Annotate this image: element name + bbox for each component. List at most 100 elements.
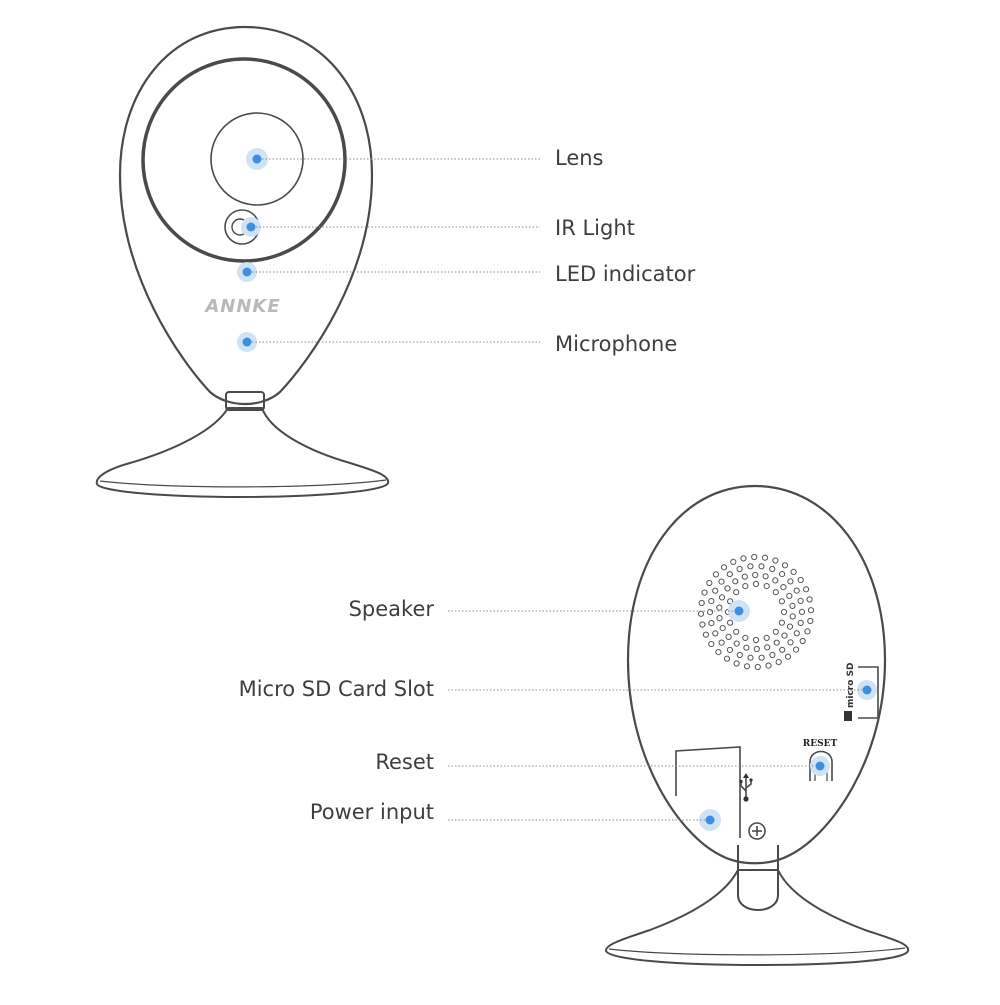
speaker-hole [720, 564, 728, 571]
speaker-hole [775, 659, 782, 666]
speaker-hole [702, 631, 710, 638]
speaker-callout-dot [734, 606, 744, 616]
speaker-hole [747, 654, 754, 661]
speaker-hole [778, 619, 786, 626]
speaker-hole [753, 645, 760, 653]
speaker-hole [769, 651, 776, 659]
speaker-hole [727, 619, 734, 626]
speaker-hole [779, 571, 786, 578]
speaker-hole [752, 571, 759, 579]
speaker-hole [701, 589, 708, 596]
speaker-hole [784, 653, 792, 660]
speaker-hole [708, 640, 715, 648]
speaker-hole [732, 578, 739, 585]
speaker-hole [716, 604, 723, 611]
speaker-hole [733, 628, 740, 635]
front-face-ring [141, 57, 347, 263]
speaker-hole [758, 654, 765, 661]
speaker-hole [763, 634, 770, 642]
micro-sd-marking: micro SD [846, 662, 856, 708]
speaker-hole [733, 640, 740, 647]
label-microphone: Microphone [555, 332, 678, 356]
speaker-hole [781, 562, 789, 569]
front-body [118, 25, 374, 406]
speaker-hole [736, 651, 743, 659]
speaker-hole [697, 610, 705, 617]
speaker-hole [727, 598, 734, 605]
speaker-hole [712, 571, 720, 578]
screw-icon [748, 822, 766, 840]
brand-logo: ANNKE [203, 296, 280, 317]
speaker-hole [772, 557, 779, 564]
speaker-hole [716, 615, 723, 622]
speaker-hole [772, 589, 779, 596]
speaker-hole [733, 589, 740, 596]
speaker-hole [787, 639, 794, 646]
speaker-hole [752, 580, 760, 588]
back-base [605, 869, 910, 967]
speaker-hole [793, 587, 800, 594]
speaker-hole [726, 646, 734, 654]
ir-callout-dot [246, 222, 256, 232]
speaker-hole [778, 598, 786, 605]
sd-card-icon [844, 711, 852, 721]
mic-callout-dot [242, 337, 252, 347]
reset-marking: RESET [803, 739, 838, 749]
speaker-hole [781, 632, 788, 639]
speaker-hole [706, 609, 714, 616]
speaker-hole [806, 596, 813, 603]
speaker-hole [715, 649, 722, 656]
speaker-hole [712, 630, 719, 637]
sd-slot-outline [858, 666, 879, 719]
speaker-hole [764, 644, 771, 651]
label-led-indicator: LED indicator [555, 262, 696, 286]
power-callout-dot [705, 815, 715, 825]
speaker-hole [751, 553, 758, 561]
usb-icon [739, 773, 753, 802]
back-body [626, 484, 887, 865]
speaker-hole [807, 617, 814, 625]
speaker-hole [723, 655, 731, 662]
back-neck [737, 845, 779, 911]
speaker-hole [763, 583, 770, 590]
power-port-flap [675, 746, 741, 838]
speaker-hole [765, 662, 772, 669]
speaker-hole [733, 660, 740, 667]
lens-callout-dot [252, 154, 262, 164]
speaker-hole [725, 633, 732, 641]
speaker-hole [758, 563, 765, 570]
speaker-hole [718, 578, 725, 585]
speaker-hole [743, 644, 750, 651]
speaker-hole [793, 646, 800, 653]
speaker-hole [803, 586, 810, 593]
speaker-hole [741, 573, 748, 580]
speaker-hole [718, 639, 725, 646]
front-view: ANNKE [95, 25, 540, 499]
speaker-hole [761, 554, 769, 561]
sd-callout-dot [862, 685, 872, 695]
speaker-hole [712, 587, 719, 594]
speaker-hole [743, 663, 751, 670]
speaker-hole [804, 628, 811, 635]
speaker-hole [726, 571, 733, 578]
speaker-hole [754, 663, 761, 671]
front-base [95, 407, 390, 499]
speaker-hole [773, 639, 780, 646]
speaker-hole [706, 579, 713, 587]
speaker-hole [797, 576, 804, 584]
speaker-hole [789, 602, 796, 610]
speaker-hole [797, 597, 804, 605]
speaker-hole [736, 565, 743, 573]
speaker-hole [752, 636, 760, 644]
speaker-hole [786, 592, 793, 600]
label-reset: Reset [375, 750, 434, 774]
lens-circle [210, 112, 304, 206]
speaker-hole [769, 565, 776, 573]
reset-callout-dot [815, 761, 825, 771]
speaker-hole [740, 555, 747, 562]
front-base-shade [99, 479, 387, 488]
speaker-hole [779, 646, 786, 653]
speaker-hole [790, 568, 797, 576]
speaker-hole [699, 621, 706, 628]
